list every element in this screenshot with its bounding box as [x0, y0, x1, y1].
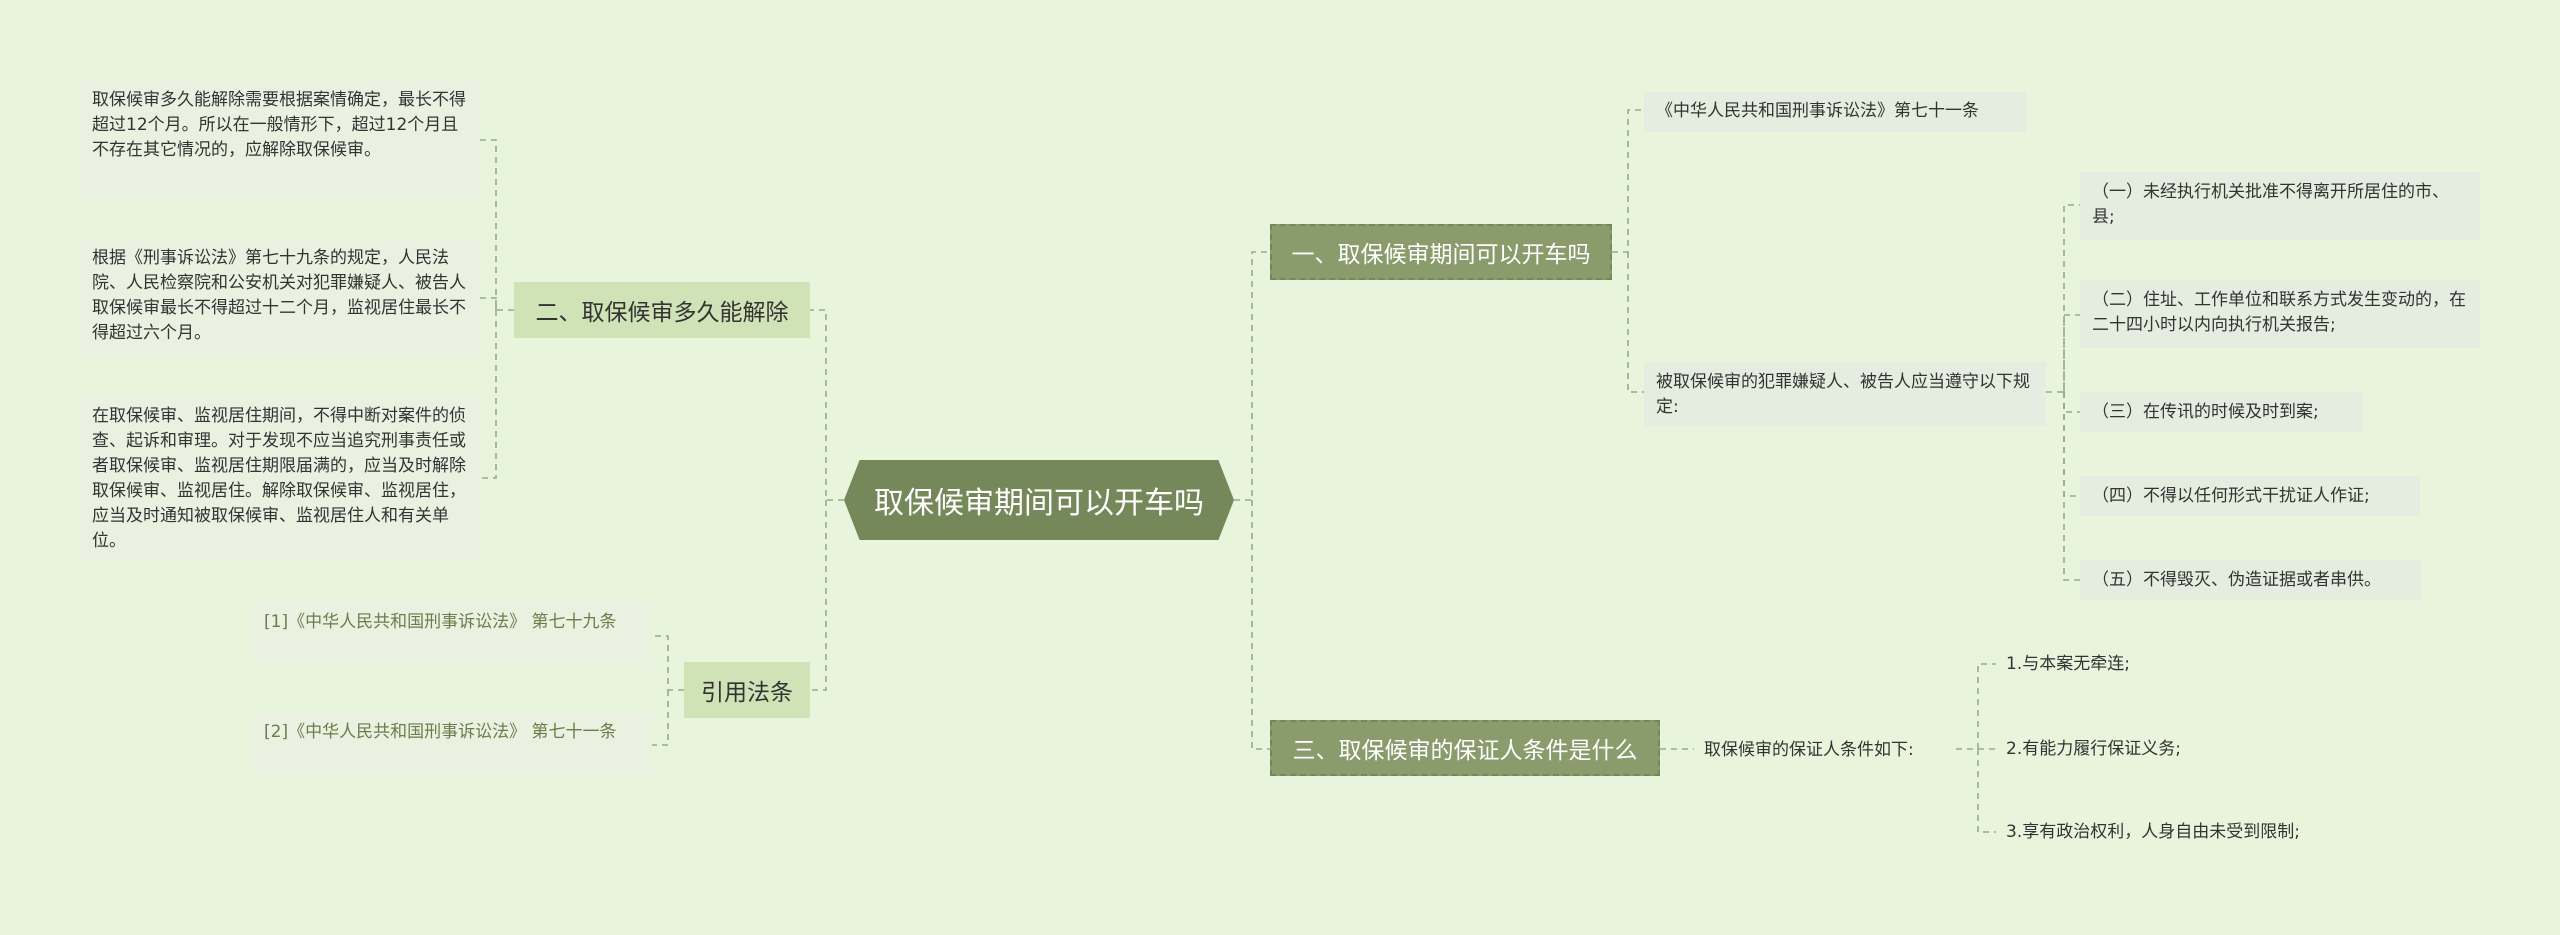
leaf-guarantor-1[interactable]: 1.与本案无牵连;	[1996, 646, 2176, 682]
leaf-rule-1[interactable]: （一）未经执行机关批准不得离开所居住的市、县;	[2080, 172, 2480, 240]
leaf-rules-intro[interactable]: 被取保候审的犯罪嫌疑人、被告人应当遵守以下规定:	[1644, 362, 2046, 426]
branch-label: 二、取保候审多久能解除	[535, 300, 789, 326]
branch-cited-laws[interactable]: 引用法条	[684, 662, 810, 718]
leaf-text: 《中华人民共和国刑事诉讼法》第七十一条	[1656, 101, 1979, 121]
citation-text: [1]《中华人民共和国刑事诉讼法》 第七十九条	[264, 612, 617, 632]
leaf-guarantor-intro[interactable]: 取保候审的保证人条件如下:	[1694, 732, 1956, 768]
branch-release-time[interactable]: 二、取保候审多久能解除	[514, 282, 810, 338]
branch-label: 引用法条	[701, 680, 793, 706]
citation-2[interactable]: [2]《中华人民共和国刑事诉讼法》 第七十一条	[252, 712, 652, 778]
leaf-text: （五）不得毁灭、伪造证据或者串供。	[2092, 570, 2381, 590]
leaf-text: （三）在传讯的时候及时到案;	[2092, 402, 2319, 422]
root-title: 取保候审期间可以开车吗	[874, 486, 1204, 521]
leaf-text: （二）住址、工作单位和联系方式发生变动的，在二十四小时以内向执行机关报告;	[2092, 290, 2466, 335]
root-node[interactable]: 取保候审期间可以开车吗	[844, 460, 1234, 540]
leaf-rule-2[interactable]: （二）住址、工作单位和联系方式发生变动的，在二十四小时以内向执行机关报告;	[2080, 280, 2480, 348]
leaf-guarantor-2[interactable]: 2.有能力履行保证义务;	[1996, 731, 2226, 767]
citation-1[interactable]: [1]《中华人民共和国刑事诉讼法》 第七十九条	[252, 602, 652, 668]
leaf-release-2[interactable]: 根据《刑事诉讼法》第七十九条的规定，人民法院、人民检察院和公安机关对犯罪嫌疑人、…	[80, 238, 480, 356]
branch-can-drive[interactable]: 一、取保候审期间可以开车吗	[1270, 224, 1612, 280]
leaf-text: （四）不得以任何形式干扰证人作证;	[2092, 486, 2370, 506]
leaf-text: 取保候审多久能解除需要根据案情确定，最长不得超过12个月。所以在一般情形下，超过…	[92, 90, 466, 160]
branch-label: 三、取保候审的保证人条件是什么	[1292, 738, 1638, 764]
citation-text: [2]《中华人民共和国刑事诉讼法》 第七十一条	[264, 722, 617, 742]
branch-guarantor-conditions[interactable]: 三、取保候审的保证人条件是什么	[1270, 720, 1660, 776]
leaf-rule-5[interactable]: （五）不得毁灭、伪造证据或者串供。	[2080, 560, 2422, 600]
leaf-text: 2.有能力履行保证义务;	[2006, 739, 2181, 759]
leaf-text: 在取保候审、监视居住期间，不得中断对案件的侦查、起诉和审理。对于发现不应当追究刑…	[92, 406, 466, 551]
leaf-rule-3[interactable]: （三）在传讯的时候及时到案;	[2080, 392, 2362, 432]
leaf-law-article-71[interactable]: 《中华人民共和国刑事诉讼法》第七十一条	[1644, 92, 2026, 132]
leaf-text: 根据《刑事诉讼法》第七十九条的规定，人民法院、人民检察院和公安机关对犯罪嫌疑人、…	[92, 248, 466, 343]
branch-label: 一、取保候审期间可以开车吗	[1291, 242, 1591, 268]
leaf-text: 3.享有政治权利，人身自由未受到限制;	[2006, 822, 2300, 842]
leaf-text: 取保候审的保证人条件如下:	[1704, 740, 1914, 760]
leaf-release-1[interactable]: 取保候审多久能解除需要根据案情确定，最长不得超过12个月。所以在一般情形下，超过…	[80, 80, 480, 198]
leaf-guarantor-3[interactable]: 3.享有政治权利，人身自由未受到限制;	[1996, 814, 2348, 850]
leaf-text: 1.与本案无牵连;	[2006, 654, 2130, 674]
leaf-release-3[interactable]: 在取保候审、监视居住期间，不得中断对案件的侦查、起诉和审理。对于发现不应当追究刑…	[80, 396, 480, 562]
leaf-rule-4[interactable]: （四）不得以任何形式干扰证人作证;	[2080, 476, 2420, 516]
leaf-text: （一）未经执行机关批准不得离开所居住的市、县;	[2092, 182, 2449, 227]
leaf-text: 被取保候审的犯罪嫌疑人、被告人应当遵守以下规定:	[1656, 372, 2030, 417]
